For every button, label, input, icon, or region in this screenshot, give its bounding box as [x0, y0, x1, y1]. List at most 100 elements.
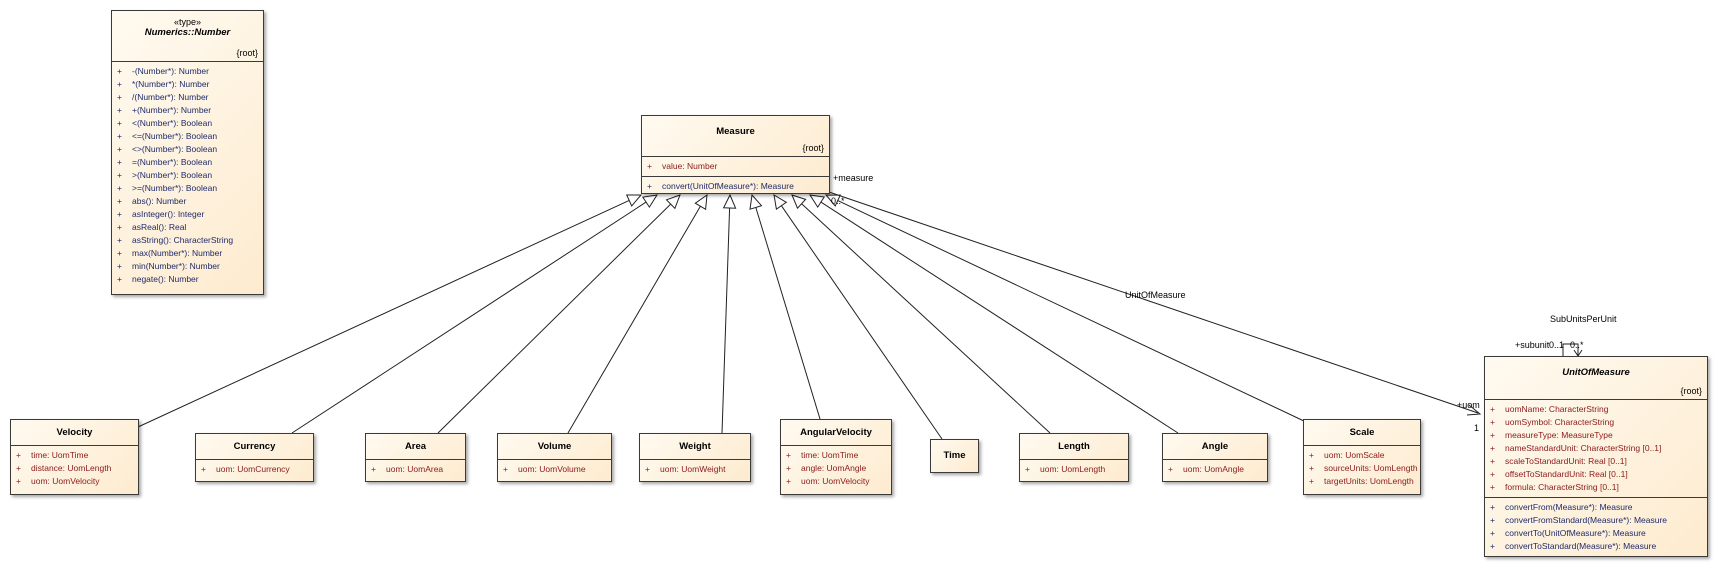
attribute-text: uomName: CharacterString [1505, 404, 1609, 414]
unit-of-measure-class-attribute-row: +scaleToStandardUnit: Real [0..1] [1485, 455, 1707, 468]
unit-of-measure-class-name: UnitOfMeasure [1562, 367, 1630, 378]
visibility-marker: + [117, 183, 122, 193]
visibility-marker: + [117, 248, 122, 258]
length-class[interactable]: Length +uom: UomLength [1019, 433, 1129, 482]
measure-class-attribute-row: +value: Number [642, 160, 829, 173]
angular-velocity-class-attribute-row: + uom: UomVelocity [781, 475, 891, 488]
area-class-name: Area [404, 441, 427, 452]
operation-text: *(Number*): Number [132, 79, 210, 89]
angular-velocity-class-attributes: +time: UomTime+angle: UomAngle+uom: UomV… [781, 445, 891, 491]
visibility-marker: + [201, 464, 206, 474]
attribute-text: uom: UomScale [1324, 450, 1385, 460]
operation-text: abs(): Number [132, 196, 187, 206]
velocity-class[interactable]: Velocity+time: UomTime+distance: UomLeng… [10, 419, 139, 495]
attribute-text: uom: UomCurrency [216, 464, 290, 474]
operation-text: /(Number*): Number [132, 92, 209, 102]
number-class-operation-row: +=(Number*): Boolean [112, 156, 263, 169]
visibility-marker: + [1025, 464, 1030, 474]
unit-of-measure-class-attribute-row: +offsetToStandardUnit: Real [0..1] [1485, 468, 1707, 481]
attribute-text: uom: UomVelocity [801, 476, 870, 486]
visibility-marker: + [1490, 417, 1495, 427]
association-uom-role-label: +uom [1457, 400, 1480, 410]
attribute-text: measureType: MeasureType [1505, 430, 1613, 440]
measure-class[interactable]: Measure {root} +value: Number +convert(U… [641, 115, 830, 194]
number-class-operation-row: +-(Number*): Number [112, 65, 263, 78]
angle-class[interactable]: Angle+uom: UomAngle [1162, 433, 1268, 482]
volume-class-name: Volume [537, 441, 572, 452]
unit-of-measure-class-attribute-row: +uomSymbol: CharacterString [1485, 416, 1707, 429]
generalization-arrowhead [625, 194, 643, 207]
visibility-marker: + [117, 105, 122, 115]
angular-velocity-class[interactable]: AngularVelocity +time: UomTime+angle: Uom… [780, 419, 892, 495]
currency-class-name: Currency [233, 441, 276, 452]
generalization-line [437, 203, 672, 434]
weight-class[interactable]: Weight+uom: UomWeight [639, 433, 751, 482]
number-class-operation-row: +min(Number*): Number [112, 260, 263, 273]
number-class-operation-row: ++(Number*): Number [112, 104, 263, 117]
volume-class[interactable]: Volume+uom: UomVolume [497, 433, 612, 482]
number-class-operation-row: +<=(Number*): Boolean [112, 130, 263, 143]
visibility-marker: + [117, 209, 122, 219]
generalization-arrowhead [694, 193, 708, 211]
visibility-marker: + [1490, 528, 1495, 538]
operation-text: asString(): CharacterString [132, 235, 234, 245]
unit-of-measure-class-attribute-row: +uomName: CharacterString [1485, 403, 1707, 416]
velocity-class-name: Velocity [56, 427, 93, 438]
visibility-marker: + [1490, 482, 1495, 492]
unit-of-measure-class-operation-row: +convertToStandard(Measure*): Measure [1485, 540, 1707, 553]
scale-class-attributes: +uom: UomScale+sourceUnits: UomLength+ta… [1304, 445, 1420, 491]
attribute-text: sourceUnits: UomLength [1324, 463, 1418, 473]
number-class-operation-row: + <>(Number*): Boolean [112, 143, 263, 156]
unit-of-measure-class-operation-row: +convertFromStandard(Measure*): Measure [1485, 514, 1707, 527]
visibility-marker: + [117, 196, 122, 206]
operation-text: convert(UnitOfMeasure*): Measure [662, 181, 794, 191]
number-class-operation-row: + negate(): Number [112, 273, 263, 286]
visibility-marker: + [16, 463, 21, 473]
weight-class-name: Weight [679, 441, 711, 452]
generalization-line [291, 201, 647, 434]
visibility-marker: + [1490, 430, 1495, 440]
number-class-operation-row: +asInteger(): Integer [112, 208, 263, 221]
number-class-operation-row: +asString(): CharacterString [112, 234, 263, 247]
area-class[interactable]: Area +uom: UomArea [365, 433, 466, 482]
angular-velocity-class-name: AngularVelocity [800, 427, 872, 438]
operation-text: <>(Number*): Boolean [132, 144, 218, 154]
unit-of-measure-class-operation-row: +convertTo(UnitOfMeasure*): Measure [1485, 527, 1707, 540]
generalization-line [820, 201, 1179, 434]
visibility-marker: + [117, 131, 122, 141]
association-name-label: UnitOfMeasure [1125, 290, 1186, 300]
number-class-operation-row: + /(Number*): Number [112, 91, 263, 104]
currency-class-attribute-row: + uom: UomCurrency [196, 463, 313, 476]
attribute-text: distance: UomLength [31, 463, 112, 473]
visibility-marker: + [117, 92, 122, 102]
operation-text: negate(): Number [132, 274, 199, 284]
unit-of-measure-class[interactable]: UnitOfMeasure {root} +uomName: Character… [1484, 356, 1708, 557]
visibility-marker: + [1490, 541, 1495, 551]
association-measure-uom-line [825, 190, 1479, 414]
visibility-marker: + [786, 476, 791, 486]
unit-of-measure-class-attribute-row: +nameStandardUnit: CharacterString [0..1… [1485, 442, 1707, 455]
currency-class[interactable]: Currency + uom: UomCurrency [195, 433, 314, 482]
scale-class-name: Scale [1349, 427, 1375, 438]
generalization-line [567, 205, 701, 434]
visibility-marker: + [117, 274, 122, 284]
scale-class[interactable]: Scale +uom: UomScale+sourceUnits: UomLeng… [1303, 419, 1421, 495]
visibility-marker: + [1490, 456, 1495, 466]
area-class-attribute-row: +uom: UomArea [366, 463, 465, 476]
association-uom-multiplicity-label: 1 [1474, 423, 1480, 433]
subunits-multiplicity-label: 0..1 [1549, 340, 1565, 350]
number-class-operation-row: +asReal(): Real [112, 221, 263, 234]
time-class[interactable]: Time [930, 439, 979, 473]
area-class-attributes: +uom: UomArea [366, 459, 465, 479]
generalization-arrowhead [641, 194, 659, 209]
operation-text: max(Number*): Number [132, 248, 223, 258]
visibility-marker: + [117, 144, 122, 154]
number-class[interactable]: «type» Numerics::Number {root} +-(Number… [111, 10, 264, 295]
measure-class-operation-row: +convert(UnitOfMeasure*): Measure [642, 180, 829, 193]
generalization-line [137, 199, 630, 428]
length-class-name: Length [1058, 441, 1090, 452]
visibility-marker: + [503, 464, 508, 474]
visibility-marker: + [117, 261, 122, 271]
length-class-attribute-row: +uom: UomLength [1020, 463, 1128, 476]
